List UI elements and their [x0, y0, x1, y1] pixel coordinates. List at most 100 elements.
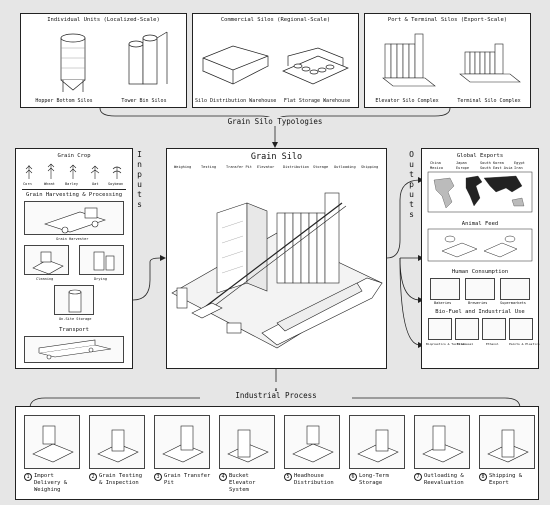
industrial-process-title: Industrial Process — [200, 391, 352, 400]
process-brace — [29, 387, 521, 409]
animal-feed-title: Animal Feed — [461, 221, 499, 227]
supermarkets-label: Supermarkets — [500, 301, 526, 305]
harvester-illustration — [24, 201, 124, 235]
cleaning-illustration — [24, 245, 69, 275]
country-mexico: Mexico — [430, 166, 443, 170]
on-site-storage-label: On-Site Storage — [59, 317, 92, 321]
process-step-illustration — [414, 415, 470, 469]
outputs-side-label: Outputs — [407, 150, 416, 220]
world-map-illustration — [427, 171, 533, 213]
ethanol-illustration — [482, 318, 506, 340]
bio-fuel-title: Bio-Fuel and Industrial Use — [435, 309, 525, 315]
process-step-illustration — [89, 415, 145, 469]
process-step-illustration — [349, 415, 405, 469]
process-step-label: Long-Term Storage — [359, 473, 389, 486]
typology-individual-panel: Individual Units (Localized-Scale) Hoppe… — [20, 13, 187, 108]
transport-truck-illustration — [24, 336, 124, 363]
divider — [22, 189, 126, 190]
typologies-title: Grain Silo Typologies — [195, 117, 355, 126]
legend-testing: Testing — [201, 165, 217, 169]
silo-distribution-warehouse-label: Silo Distribution Warehouse — [195, 98, 277, 104]
tower-bin-silos-label: Tower Bin Silos — [121, 98, 167, 104]
biodiesel-label: Biodiesel — [457, 342, 474, 346]
on-site-storage-illustration — [54, 285, 94, 315]
supermarkets-illustration — [500, 278, 530, 300]
paints-illustration — [509, 318, 533, 340]
process-step-label: Headhouse Distribution — [294, 473, 334, 486]
legend-shipping: Shipping — [361, 165, 379, 169]
typology-group-title: Commercial Silos (Regional-Scale) — [220, 17, 331, 23]
process-step-illustration — [154, 415, 210, 469]
legend-storage: Storage — [313, 165, 329, 169]
process-step-number: 3 — [154, 473, 162, 481]
human-consumption-title: Human Consumption — [451, 269, 509, 275]
country-south-korea: South Korea — [480, 161, 504, 165]
warehouse-illustration — [202, 45, 349, 85]
process-step-label: Outloading & Reevaluation — [424, 473, 464, 486]
process-step-label: Shipping & Export — [489, 473, 523, 486]
breweries-label: Breweries — [468, 301, 488, 305]
process-step-number: 7 — [414, 473, 422, 481]
bakeries-label: Bakeries — [434, 301, 452, 305]
biodiesel-illustration — [455, 318, 479, 340]
bakeries-illustration — [430, 278, 460, 300]
bioplastics-illustration — [428, 318, 452, 340]
country-egypt: Egypt — [514, 161, 525, 165]
process-step-label: Bucket Elevator System — [229, 473, 256, 493]
elevator-silo-complex-label: Elevator Silo Complex — [375, 98, 439, 104]
paints-label: Paints & Plastics — [509, 342, 540, 346]
inputs-side-label: Inputs — [135, 150, 144, 210]
grain-silo-panel: Grain Silo Weighing Testing Transfer Pit… — [166, 148, 387, 369]
process-step-illustration — [284, 415, 340, 469]
legend-elevator: Elevator — [257, 165, 275, 169]
process-step-illustration — [479, 415, 535, 469]
grain-silo-axonometric — [171, 192, 383, 349]
process-step-number: 6 — [349, 473, 357, 481]
typology-commercial-panel: Commercial Silos (Regional-Scale) Silo D… — [192, 13, 359, 108]
typology-port-panel: Port & Terminal Silos (Export-Scale) Ele… — [364, 13, 531, 108]
outputs-panel: Global Exports China Japan South Korea E… — [421, 148, 540, 369]
process-step-number: 1 — [24, 473, 32, 481]
process-step-label: Grain Testing & Inspection — [99, 473, 143, 486]
legend-distribution: Distribution — [283, 165, 309, 169]
grain-crop-title: Grain Crop — [57, 153, 91, 159]
country-europe: Europe — [456, 166, 469, 170]
crop-illustrations — [25, 163, 122, 179]
country-south-east-asia: South East Asia — [480, 166, 513, 170]
crop-oat-label: Oat — [92, 182, 99, 186]
process-step-number: 5 — [284, 473, 292, 481]
global-exports-title: Global Exports — [456, 153, 504, 159]
harvesting-title: Grain Harvesting & Processing — [25, 192, 123, 198]
terminal-silo-complex-label: Terminal Silo Complex — [457, 98, 521, 104]
crop-wheat-label: Wheat — [44, 182, 55, 186]
crop-corn-label: Corn — [23, 182, 32, 186]
grain-silo-title: Grain Silo — [250, 152, 303, 162]
crop-soybean-label: Soybean — [108, 182, 124, 186]
legend-transfer-pit: Transfer Pit — [226, 165, 252, 169]
cleaning-label: Cleaning — [36, 277, 54, 281]
drying-label: Drying — [94, 277, 107, 281]
elevator-complex-illustration — [382, 33, 521, 87]
bioplastics-label: Bioplastics & Textiles — [426, 342, 466, 346]
process-step-illustration — [24, 415, 80, 469]
country-japan: Japan — [456, 161, 467, 165]
country-china: China — [430, 161, 441, 165]
country-iran: Iran — [514, 166, 523, 170]
inputs-panel: Grain Crop Corn Wheat Barley Oat Soybean… — [15, 148, 133, 369]
ethanol-label: Ethanol — [486, 342, 499, 346]
typology-group-title: Port & Terminal Silos (Export-Scale) — [387, 17, 508, 23]
process-step-number: 8 — [479, 473, 487, 481]
process-step-number: 4 — [219, 473, 227, 481]
legend-outloading: Outloading — [334, 165, 356, 169]
drying-illustration — [79, 245, 124, 275]
process-step-label: Import Delivery & Weighing — [34, 473, 68, 493]
hopper-silo-illustration — [60, 31, 168, 92]
process-step-illustration — [219, 415, 275, 469]
animal-feed-illustration — [427, 228, 533, 262]
harvester-label: Grain Harvester — [56, 237, 89, 241]
crop-barley-label: Barley — [65, 182, 78, 186]
flat-storage-warehouse-label: Flat Storage Warehouse — [283, 98, 351, 104]
transport-title: Transport — [59, 327, 89, 333]
